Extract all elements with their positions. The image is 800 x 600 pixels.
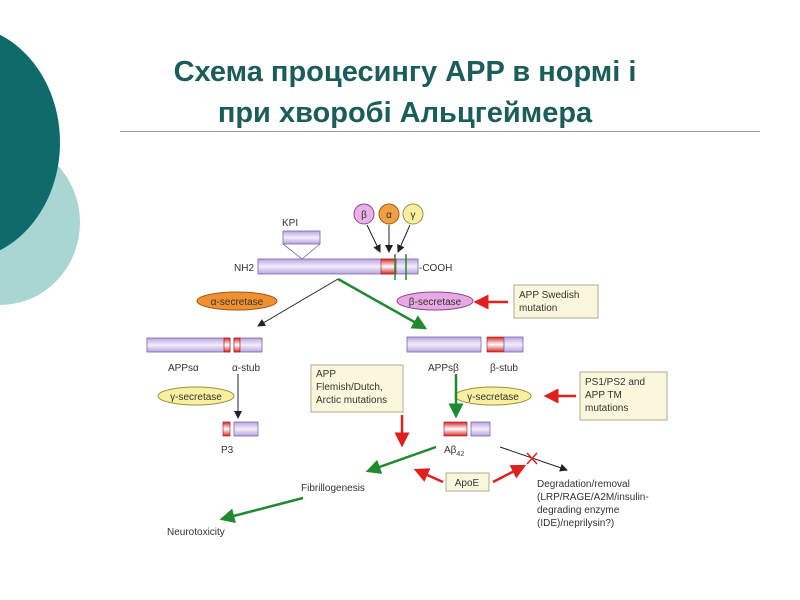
flemish-line-1: APP xyxy=(316,369,336,380)
appsa-red-segment xyxy=(223,337,231,353)
flemish-line-3: Arctic mutations xyxy=(316,395,387,406)
p3-red-segment xyxy=(222,421,231,437)
alpha-secretase-label: α-secretase xyxy=(211,297,264,308)
apoe-label: ApoE xyxy=(455,478,480,489)
alpha-enzyme-circle xyxy=(378,203,400,225)
cooh-label: -COOH xyxy=(419,263,452,274)
apoe-box xyxy=(445,472,490,492)
gamma-enzyme-circle xyxy=(402,203,424,225)
swedish-line-2: mutation xyxy=(519,303,557,314)
p3-label: P3 xyxy=(221,445,234,456)
alpha-stub-red-segment xyxy=(233,337,241,353)
abeta-region xyxy=(380,258,397,275)
beta-stub-bar xyxy=(503,336,524,353)
appsb-label: APPsβ xyxy=(428,363,459,374)
green-arrow xyxy=(365,445,437,474)
beta-secretase-label: β-secretase xyxy=(409,297,462,308)
beta-stub-red-segment xyxy=(486,336,505,353)
degradation-arrow xyxy=(499,446,568,472)
neurotoxicity-label: Neurotoxicity xyxy=(167,527,225,538)
beta-secretase-ellipse xyxy=(396,291,474,311)
flemish-mutation-box xyxy=(310,364,404,413)
kpi-domain xyxy=(282,230,321,245)
degradation-line-1: Degradation/removal xyxy=(537,479,630,490)
kpi-label: KPI xyxy=(282,218,298,229)
slide-title: Схема процесингу APP в нормі і при хворо… xyxy=(100,52,710,134)
abeta42-red-segment xyxy=(443,421,468,437)
abeta42-bar xyxy=(470,421,491,437)
red-arrow xyxy=(492,464,527,484)
alpha-pathway-arrow xyxy=(257,278,339,327)
kpi-insert xyxy=(282,243,321,260)
flemish-line-2: Flemish/Dutch, xyxy=(316,382,383,393)
swedish-line-1: APP Swedish xyxy=(519,290,579,301)
appsa-bar xyxy=(146,337,231,353)
beta-stub-label: β-stub xyxy=(490,363,518,374)
green-arrow xyxy=(219,496,304,524)
red-arrow xyxy=(413,468,444,484)
beta-pathway-arrow xyxy=(337,277,428,330)
alpha-secretase-ellipse xyxy=(196,291,278,311)
beta-enzyme-circle xyxy=(353,203,375,225)
arrow xyxy=(397,224,411,253)
blocked-x-icon xyxy=(526,452,538,465)
appsb-bar xyxy=(406,336,482,353)
ps-line-3: mutations xyxy=(585,403,628,414)
degradation-line-4: (IDE)/neprilysin?) xyxy=(537,518,614,529)
swedish-mutation-box xyxy=(513,284,599,319)
degradation-line-3: degrading enzyme xyxy=(537,505,620,516)
nh2-label: NH2 xyxy=(234,263,254,274)
degradation-line-2: (LRP/RAGE/A2M/insulin- xyxy=(537,492,649,503)
gamma-secretase-right-label: γ-secretase xyxy=(467,392,519,403)
p3-bar xyxy=(233,421,259,437)
title-line-1: Схема процесингу APP в нормі і xyxy=(173,56,637,88)
ps-line-1: PS1/PS2 and xyxy=(585,377,645,388)
appsa-label: APPsα xyxy=(168,363,199,374)
app-protein-bar xyxy=(257,258,419,275)
fibrillogenesis-label: Fibrillogenesis xyxy=(301,483,365,494)
gamma-secretase-left-ellipse xyxy=(157,386,235,406)
title-line-2: при хворобі Альцгеймера xyxy=(217,97,593,129)
gamma-symbol: γ xyxy=(411,210,416,221)
alpha-symbol: α xyxy=(386,210,392,221)
abeta42-label: Aβ42 xyxy=(444,445,464,458)
gamma-secretase-left-label: γ-secretase xyxy=(170,392,222,403)
ps-line-2: APP TM xyxy=(585,390,622,401)
title-divider xyxy=(120,131,760,132)
ps-mutation-box xyxy=(579,371,668,421)
beta-symbol: β xyxy=(361,210,367,221)
arrow xyxy=(366,224,381,253)
alpha-stub-label: α-stub xyxy=(232,363,260,374)
